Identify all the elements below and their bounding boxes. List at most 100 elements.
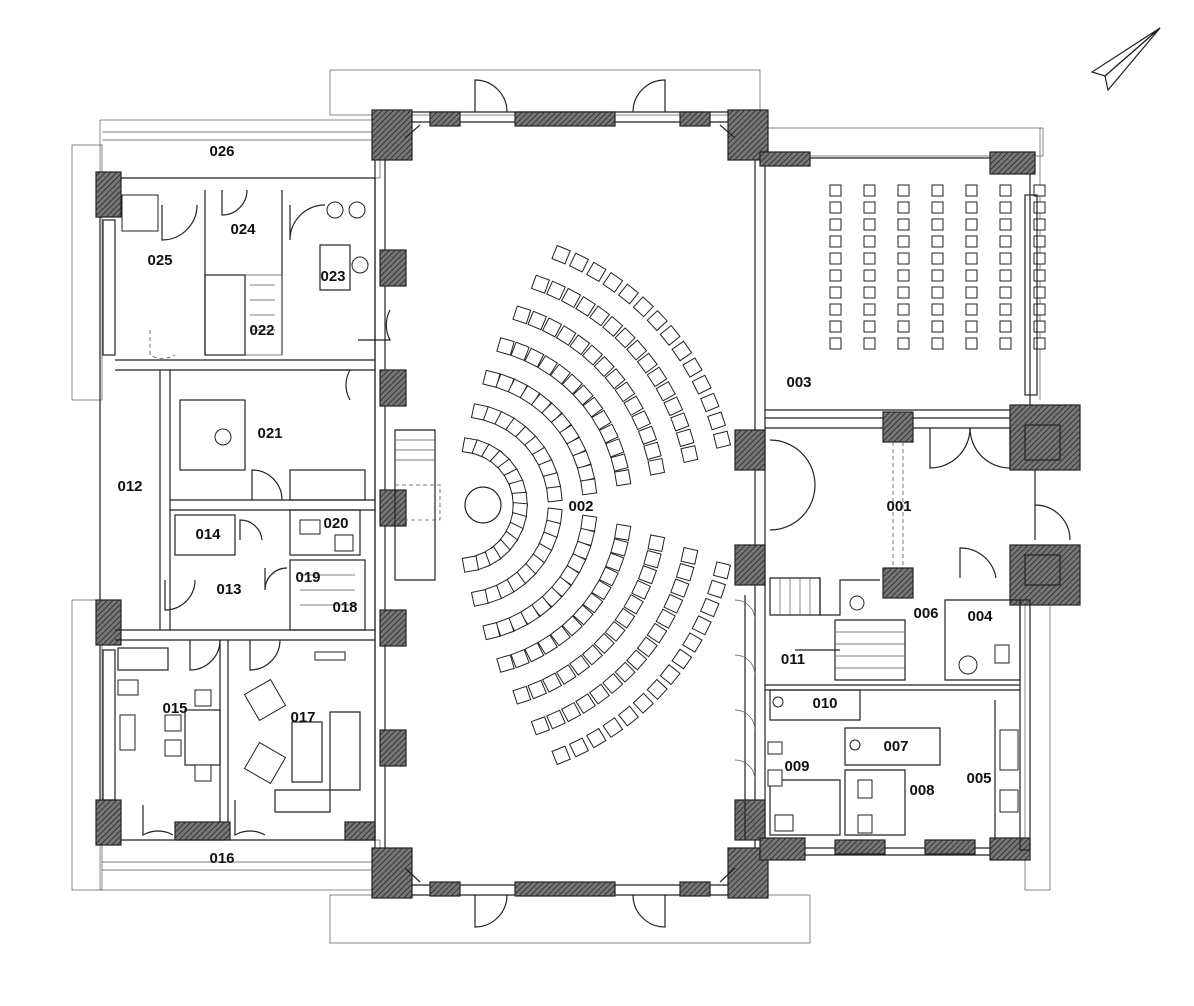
upper-seat xyxy=(712,430,732,449)
room-label-010: 010 xyxy=(812,695,837,712)
room-003-seat xyxy=(1033,303,1046,316)
room-003-seat xyxy=(1033,235,1046,248)
room-label-008: 008 xyxy=(909,782,934,799)
room-label-013: 013 xyxy=(216,581,241,598)
lower-seat xyxy=(568,737,590,758)
upper-seat xyxy=(524,347,545,368)
upper-seat xyxy=(636,352,658,374)
room-003-seat xyxy=(863,218,876,231)
lower-seat xyxy=(614,523,632,541)
upper-seat xyxy=(671,340,693,362)
upper-seat xyxy=(643,441,662,461)
lower-seat xyxy=(569,654,591,676)
upper-seat xyxy=(670,412,690,432)
room-label-002: 002 xyxy=(568,498,593,515)
room-003-seat xyxy=(829,201,842,214)
room-003-seat xyxy=(863,252,876,265)
lower-seat xyxy=(496,654,515,673)
room-003-seat xyxy=(1033,201,1046,214)
upper-seat xyxy=(598,423,619,444)
lower-seat xyxy=(575,693,596,714)
west-wing-doors xyxy=(142,189,391,837)
upper-seat xyxy=(582,396,604,418)
lower-seat xyxy=(602,717,624,739)
room-003-seat xyxy=(897,286,910,299)
lower-seat xyxy=(670,578,690,598)
room-003-seat xyxy=(965,235,978,248)
room-003-seat xyxy=(863,303,876,316)
room-003-seat xyxy=(1033,218,1046,231)
upper-seat xyxy=(707,411,727,431)
upper-seat xyxy=(700,392,720,413)
room-003-seat xyxy=(897,201,910,214)
lower-seat xyxy=(560,701,582,723)
room-003-seat xyxy=(931,269,944,282)
upper-seat xyxy=(527,310,548,331)
room-003-seat xyxy=(931,218,944,231)
upper-seat xyxy=(604,368,626,390)
lower-seat xyxy=(586,727,607,749)
upper-seat xyxy=(593,355,615,378)
upper-seat xyxy=(589,305,610,327)
lower-seat xyxy=(593,632,615,655)
lower-seat xyxy=(700,597,720,618)
auditorium-seats-upper xyxy=(461,244,732,508)
lower-seat xyxy=(482,622,501,641)
upper-seat xyxy=(555,325,577,346)
lower-seat xyxy=(671,648,693,670)
lower-seat xyxy=(581,644,603,666)
lower-seat xyxy=(527,679,548,700)
room-003-seat xyxy=(863,320,876,333)
lower-seat xyxy=(541,672,563,693)
lower-seat xyxy=(537,634,559,656)
upper-seat xyxy=(675,428,695,448)
room-003-seat xyxy=(931,320,944,333)
lower-seat xyxy=(470,589,489,607)
room-003-seat xyxy=(965,337,978,350)
room-003-seat xyxy=(863,235,876,248)
upper-seat xyxy=(682,357,703,378)
room-003-seat xyxy=(829,184,842,197)
upper-seat xyxy=(586,261,607,283)
lower-seat xyxy=(546,709,566,730)
room-label-020: 020 xyxy=(323,515,348,532)
room-003-seat xyxy=(863,269,876,282)
room-label-018: 018 xyxy=(332,599,357,616)
upper-seat xyxy=(602,271,624,293)
lower-seat xyxy=(631,579,652,600)
room-label-011: 011 xyxy=(781,651,805,668)
lower-seat xyxy=(512,685,532,705)
room-003-seat xyxy=(999,320,1012,333)
lower-seat xyxy=(682,632,703,653)
upper-seat xyxy=(663,396,684,417)
room-label-005: 005 xyxy=(966,770,991,787)
room-label-017: 017 xyxy=(290,709,315,726)
upper-seat xyxy=(568,252,590,273)
upper-seat xyxy=(680,445,699,464)
lower-seat xyxy=(617,705,640,727)
room-label-019: 019 xyxy=(295,569,320,586)
room-003-seat xyxy=(999,201,1012,214)
upper-seat xyxy=(617,283,640,305)
upper-seat xyxy=(572,384,594,406)
room-label-007: 007 xyxy=(883,738,908,755)
room-003-seat xyxy=(931,252,944,265)
upper-seat xyxy=(631,410,652,431)
room-003-seat xyxy=(829,269,842,282)
lower-seat xyxy=(636,636,658,658)
upper-seat xyxy=(659,324,681,346)
auditorium-seats-lower xyxy=(461,502,732,766)
upper-seat xyxy=(541,317,563,338)
lower-seat xyxy=(530,716,551,736)
room-003-seat xyxy=(829,320,842,333)
upper-seat xyxy=(546,280,566,301)
room-label-024: 024 xyxy=(230,221,256,238)
lower-seat xyxy=(572,604,594,626)
upper-seat xyxy=(614,469,632,487)
upper-seat xyxy=(623,395,644,416)
room-003-seat xyxy=(1033,269,1046,282)
room-003-seat xyxy=(999,252,1012,265)
upper-seat xyxy=(581,344,603,366)
room-label-026: 026 xyxy=(209,143,234,160)
